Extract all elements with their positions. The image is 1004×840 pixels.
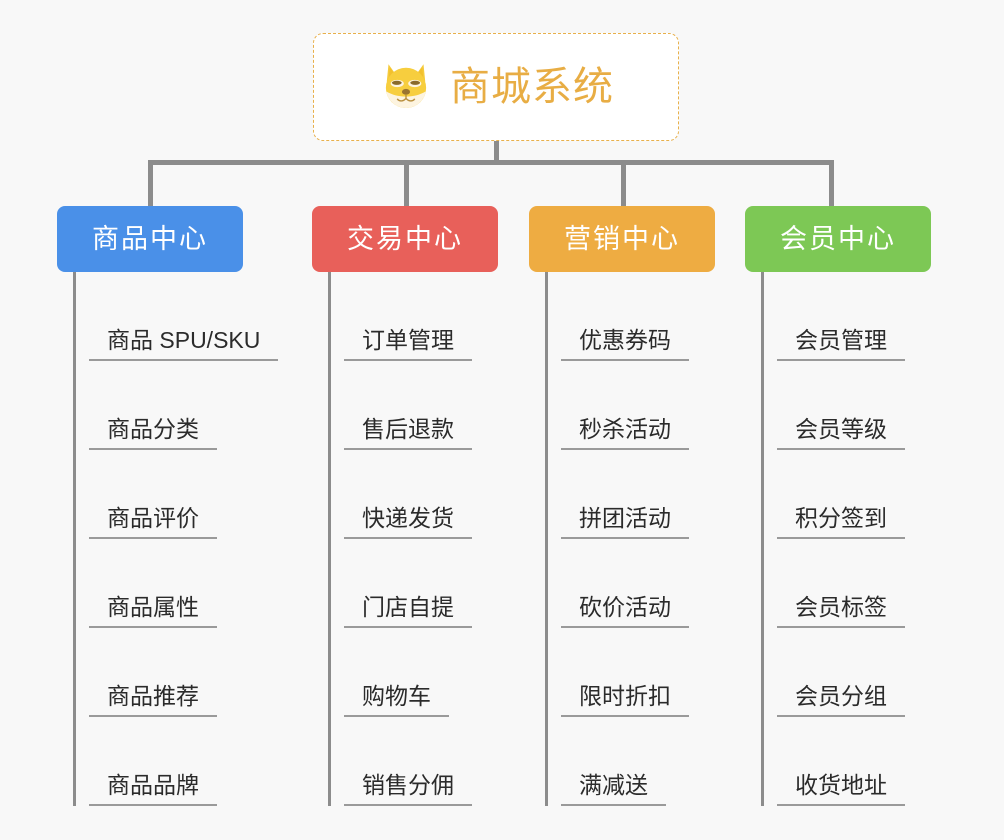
leaf-item[interactable]: 会员等级: [761, 361, 905, 450]
leaf-item[interactable]: 商品属性: [73, 539, 278, 628]
leaf-label: 秒杀活动: [579, 415, 671, 442]
leaf-label: 砍价活动: [579, 593, 671, 620]
branch-column-3: 营销中心 优惠券码 秒杀活动 拼团活动 砍价活动 限时折扣 满减送: [529, 206, 715, 806]
leaf-label: 会员管理: [795, 326, 887, 353]
leaf-label: 商品 SPU/SKU: [107, 326, 261, 353]
leaf-item[interactable]: 销售分佣: [328, 717, 472, 806]
leaf-label: 会员分组: [795, 682, 887, 709]
leaf-label: 商品属性: [107, 593, 199, 620]
category-label-2: 交易中心: [347, 223, 463, 254]
drop-connector-3: [621, 160, 626, 206]
leaf-item[interactable]: 满减送: [545, 717, 689, 806]
category-box-2[interactable]: 交易中心: [312, 206, 498, 272]
category-label-1: 商品中心: [92, 223, 208, 254]
leaf-label: 会员标签: [795, 593, 887, 620]
trunk-connector: [494, 141, 499, 165]
leaf-item[interactable]: 商品评价: [73, 450, 278, 539]
leaf-label: 商品评价: [107, 504, 199, 531]
branch-column-4: 会员中心 会员管理 会员等级 积分签到 会员标签 会员分组 收货地址: [745, 206, 931, 806]
leaf-label: 商品品牌: [107, 771, 199, 798]
leaf-label: 满减送: [579, 771, 648, 798]
leaf-item[interactable]: 收货地址: [761, 717, 905, 806]
category-box-3[interactable]: 营销中心: [529, 206, 715, 272]
leaf-label: 快递发货: [362, 504, 454, 531]
leaf-label: 订单管理: [362, 326, 454, 353]
leaf-item[interactable]: 会员标签: [761, 539, 905, 628]
root-title: 商城系统: [450, 65, 614, 109]
leaf-label: 收货地址: [795, 771, 887, 798]
category-box-1[interactable]: 商品中心: [57, 206, 243, 272]
branch-spine-2: [328, 272, 331, 806]
leaf-item[interactable]: 限时折扣: [545, 628, 689, 717]
leaf-item[interactable]: 商品品牌: [73, 717, 278, 806]
leaf-item[interactable]: 购物车: [328, 628, 472, 717]
leaf-label: 售后退款: [362, 415, 454, 442]
leaf-label: 销售分佣: [362, 771, 454, 798]
leaf-label: 商品分类: [107, 415, 199, 442]
leaf-item[interactable]: 会员管理: [761, 272, 905, 361]
branch-column-1: 商品中心 商品 SPU/SKU 商品分类 商品评价 商品属性 商品推荐 商品品牌: [57, 206, 279, 806]
leaf-list-3: 优惠券码 秒杀活动 拼团活动 砍价活动 限时折扣 满减送: [545, 272, 689, 806]
leaf-list-4: 会员管理 会员等级 积分签到 会员标签 会员分组 收货地址: [761, 272, 905, 806]
branch-spine-3: [545, 272, 548, 806]
branch-spine-1: [73, 272, 76, 806]
leaf-list-1: 商品 SPU/SKU 商品分类 商品评价 商品属性 商品推荐 商品品牌: [73, 272, 279, 806]
category-box-4[interactable]: 会员中心: [745, 206, 931, 272]
branch-column-2: 交易中心 订单管理 售后退款 快递发货 门店自提 购物车 销售分佣: [312, 206, 498, 806]
leaf-label: 购物车: [362, 682, 431, 709]
drop-connector-4: [829, 160, 834, 206]
leaf-item[interactable]: 会员分组: [761, 628, 905, 717]
leaf-item[interactable]: 门店自提: [328, 539, 472, 628]
leaf-label: 会员等级: [795, 415, 887, 442]
leaf-item[interactable]: 商品推荐: [73, 628, 278, 717]
leaf-item[interactable]: 售后退款: [328, 361, 472, 450]
leaf-list-2: 订单管理 售后退款 快递发货 门店自提 购物车 销售分佣: [328, 272, 472, 806]
leaf-label: 拼团活动: [579, 504, 671, 531]
leaf-item[interactable]: 优惠券码: [545, 272, 689, 361]
category-label-4: 会员中心: [780, 223, 896, 254]
leaf-item[interactable]: 订单管理: [328, 272, 472, 361]
leaf-item[interactable]: 积分签到: [761, 450, 905, 539]
leaf-item[interactable]: 拼团活动: [545, 450, 689, 539]
branch-spine-4: [761, 272, 764, 806]
leaf-label: 限时折扣: [579, 682, 671, 709]
leaf-label: 门店自提: [362, 593, 454, 620]
category-label-3: 营销中心: [564, 223, 680, 254]
root-node[interactable]: 商城系统: [313, 33, 679, 141]
leaf-label: 积分签到: [795, 504, 887, 531]
leaf-item[interactable]: 砍价活动: [545, 539, 689, 628]
leaf-item[interactable]: 快递发货: [328, 450, 472, 539]
drop-connector-1: [148, 160, 153, 206]
shiba-dog-face-icon: [385, 64, 427, 108]
leaf-item[interactable]: 商品分类: [73, 361, 278, 450]
drop-connector-2: [404, 160, 409, 206]
leaf-item[interactable]: 商品 SPU/SKU: [73, 272, 279, 361]
bus-connector: [148, 160, 834, 165]
leaf-label: 优惠券码: [579, 326, 671, 353]
leaf-label: 商品推荐: [107, 682, 199, 709]
leaf-item[interactable]: 秒杀活动: [545, 361, 689, 450]
